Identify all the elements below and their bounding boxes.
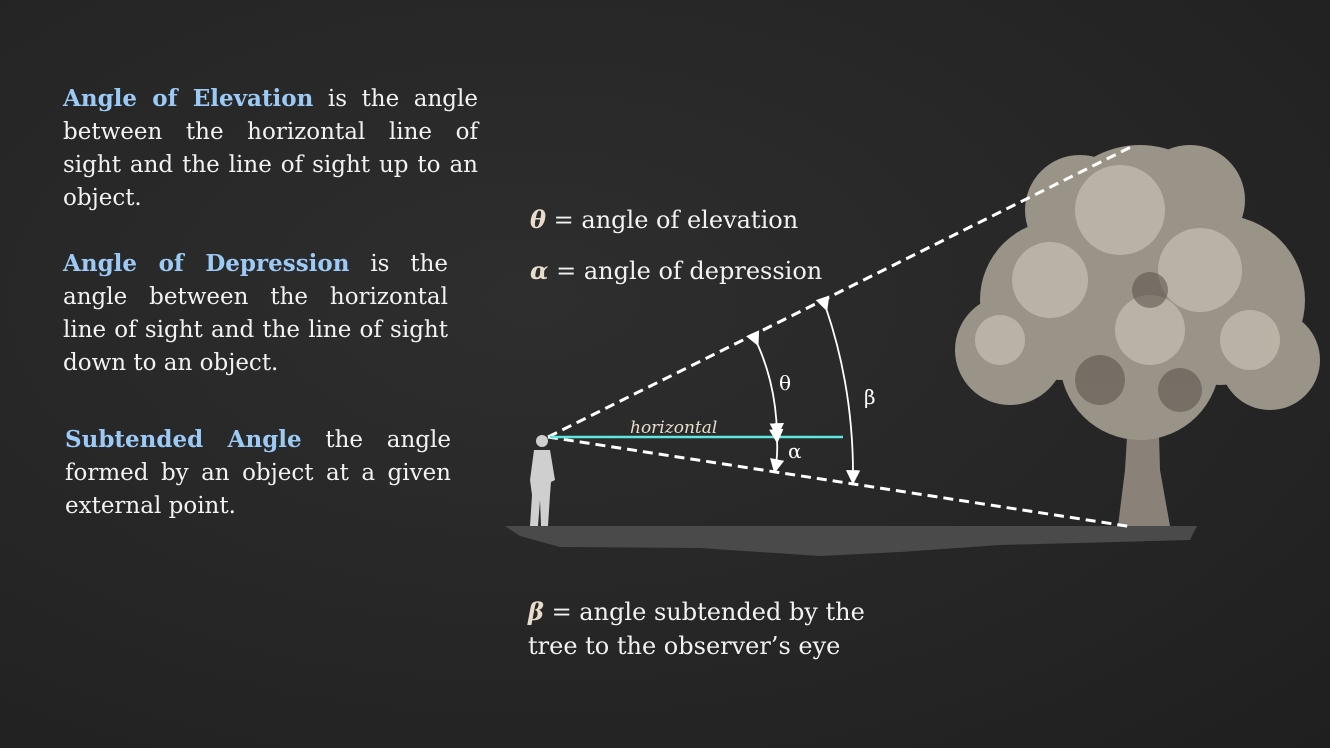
- legend-theta: θ = angle of elevation: [530, 203, 798, 237]
- line-of-sight-down: [547, 435, 1134, 529]
- term-subtended: Subtended Angle: [65, 426, 302, 453]
- observer-silhouette: [530, 435, 555, 526]
- definition-elevation-text: is the angle between the horizontal line…: [63, 86, 478, 211]
- theta-label: θ: [779, 371, 791, 395]
- legend-theta-text: = angle of elevation: [546, 206, 799, 234]
- definition-depression: Angle of Depression is the angle between…: [63, 247, 448, 380]
- alpha-symbol: α: [530, 256, 549, 285]
- alpha-label: α: [788, 439, 802, 463]
- beta-arc: [815, 295, 861, 485]
- theta-arc: [745, 330, 784, 438]
- horizontal-label: horizontal: [630, 418, 717, 438]
- alpha-arc: [769, 428, 785, 474]
- definition-depression-text: is the angle between the horizontal line…: [63, 251, 448, 376]
- definition-elevation: Angle of Elevation is the angle between …: [63, 82, 478, 215]
- line-of-sight-up: [547, 143, 1136, 439]
- beta-symbol: β: [528, 597, 544, 626]
- definition-subtended: Subtended Angle the angle formed by an o…: [65, 423, 451, 523]
- definition-subtended-text: the angle formed by an object at a given…: [65, 427, 451, 519]
- legend-alpha: α = angle of depression: [530, 254, 822, 288]
- legend-beta: β = angle subtended by the tree to the o…: [528, 595, 888, 663]
- tree-illustration: [955, 145, 1320, 526]
- ground: [505, 526, 1197, 556]
- beta-label: β: [864, 385, 876, 409]
- term-depression: Angle of Depression: [63, 250, 350, 277]
- theta-symbol: θ: [530, 205, 547, 234]
- legend-beta-text: = angle subtended by the tree to the obs…: [528, 598, 865, 660]
- term-elevation: Angle of Elevation: [63, 85, 314, 112]
- legend-alpha-text: = angle of depression: [548, 257, 823, 285]
